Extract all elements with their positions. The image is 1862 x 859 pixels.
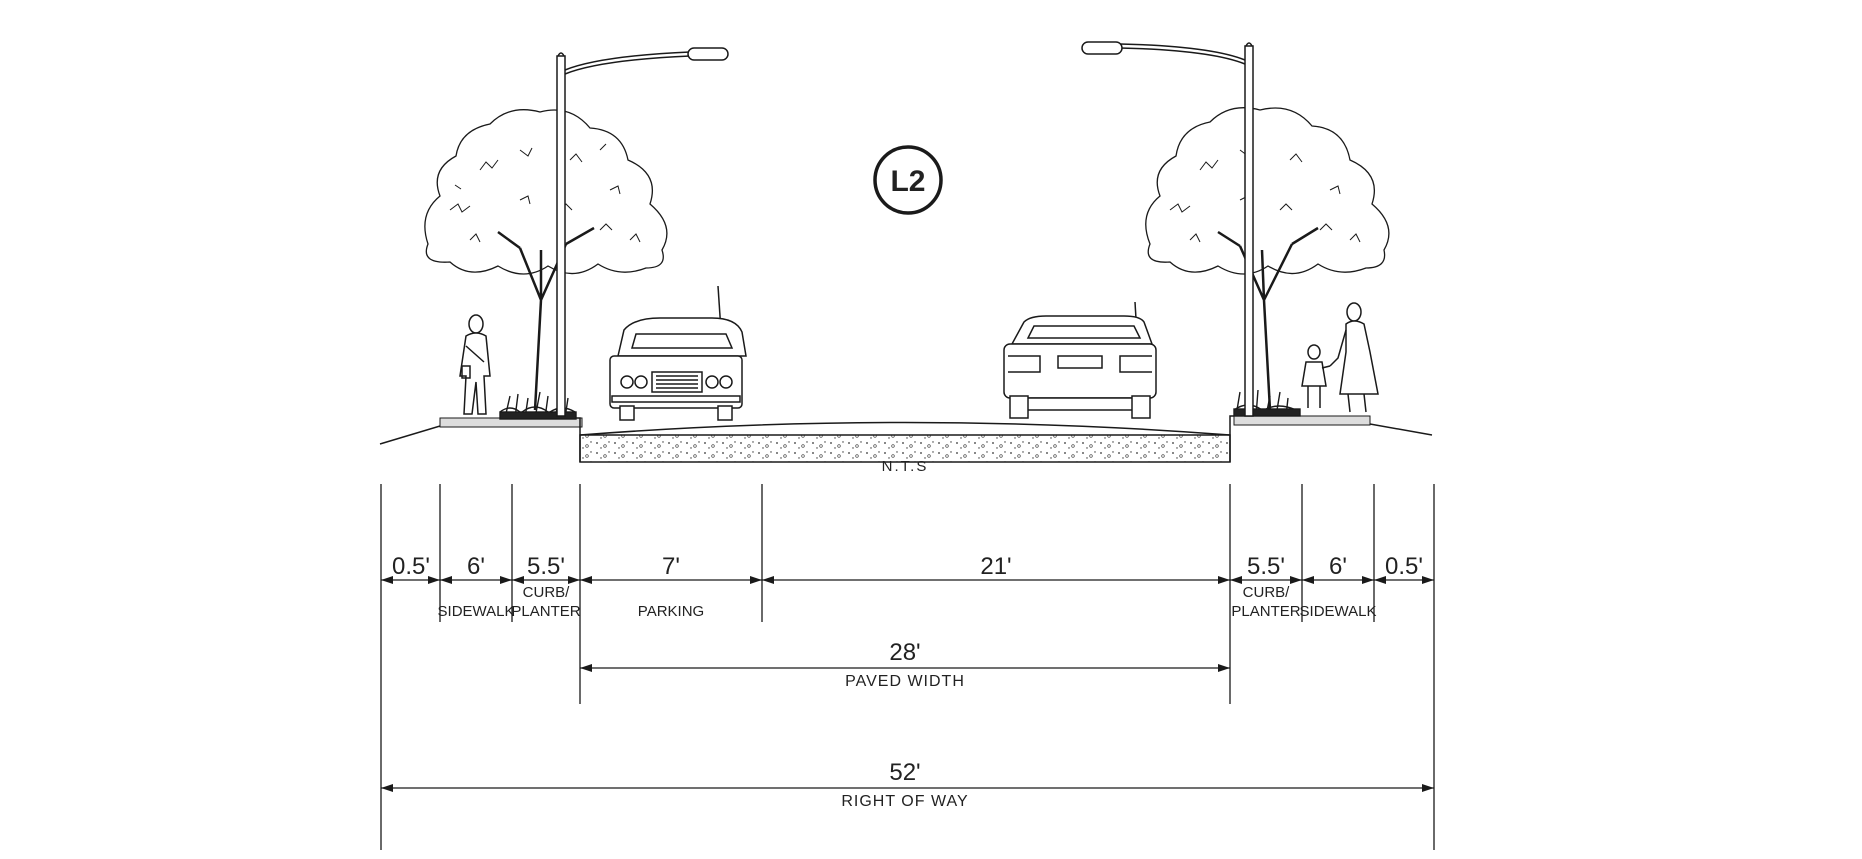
dim-right-sidewalk: 6' — [1329, 553, 1347, 580]
label-left-curb-line2: PLANTER — [511, 603, 580, 620]
right-ground-line — [1234, 423, 1433, 436]
right-sidewalk-slab — [1233, 415, 1371, 426]
right-of-way-label: RIGHT OF WAY — [841, 793, 968, 810]
segment-labels: SIDEWALK CURB/ PLANTER PARKING CURB/ PLA… — [438, 584, 1377, 620]
dim-right-buffer: 0.5' — [1385, 553, 1423, 580]
section-id-label: L2 — [890, 165, 925, 198]
dim-travel: 21' — [980, 553, 1011, 580]
dim-left-buffer: 0.5' — [392, 553, 430, 580]
right-planter-plants — [1233, 389, 1301, 417]
moving-car — [1003, 301, 1157, 419]
paved-width-dimension: 28' — [889, 639, 920, 666]
parked-car — [609, 285, 747, 421]
label-left-curb-line1: CURB/ — [523, 584, 571, 601]
left-tree — [424, 109, 668, 411]
label-right-curb-line2: PLANTER — [1231, 603, 1300, 620]
right-of-way-dimension: 52' — [889, 759, 920, 786]
street-section: L2 N.T.S — [379, 41, 1433, 475]
label-right-curb-line1: CURB/ — [1243, 584, 1291, 601]
scale-note: N.T.S — [882, 458, 929, 475]
label-right-sidewalk: SIDEWALK — [1300, 603, 1377, 620]
pedestrian-woman-and-child — [1301, 302, 1379, 413]
right-tree — [1145, 107, 1390, 411]
section-id-marker — [873, 145, 943, 215]
pedestrian-man — [459, 314, 491, 415]
dim-parking: 7' — [662, 553, 680, 580]
segment-dimensions: 0.5' 6' 5.5' 7' 21' 5.5' 6' 0.5' — [392, 553, 1423, 580]
pavement-section — [579, 434, 1231, 463]
left-street-light — [556, 47, 729, 417]
paved-width-label: PAVED WIDTH — [845, 673, 965, 690]
dimension-lines — [380, 484, 1435, 850]
dim-left-curb-planter: 5.5' — [527, 553, 565, 580]
label-parking: PARKING — [638, 603, 704, 620]
right-street-light — [1081, 41, 1254, 417]
road-crown-line — [579, 421, 1231, 436]
dimension-arrows — [381, 576, 1434, 792]
dim-left-sidewalk: 6' — [467, 553, 485, 580]
dim-right-curb-planter: 5.5' — [1247, 553, 1285, 580]
label-left-sidewalk: SIDEWALK — [438, 603, 515, 620]
